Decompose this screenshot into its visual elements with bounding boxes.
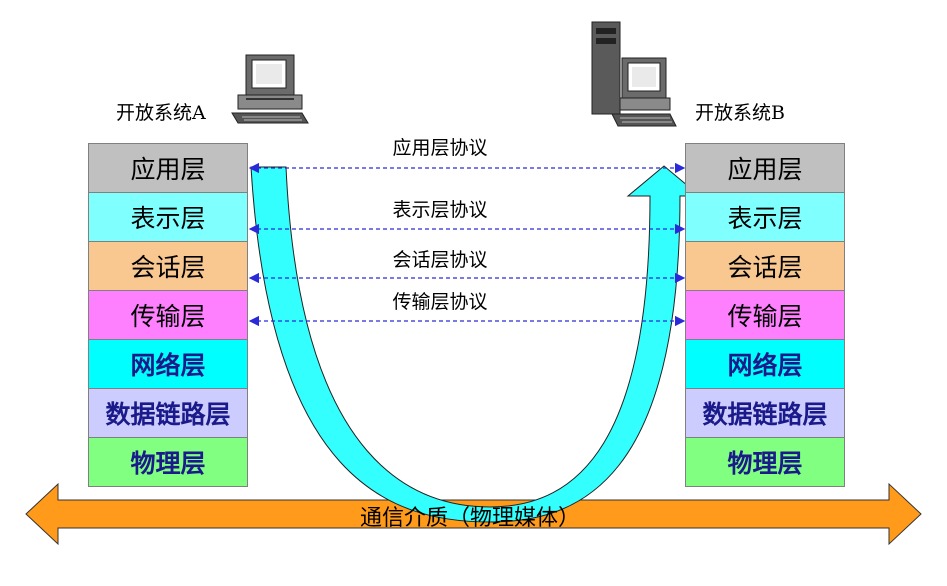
system-a-label: 开放系统A	[116, 102, 206, 124]
layer-a-4: 网络层	[88, 339, 248, 389]
data-flow-u-arrow	[250, 165, 702, 523]
protocol-label-presentation: 表示层协议	[392, 199, 488, 221]
medium-label: 通信介质（物理媒体）	[359, 506, 581, 531]
layer-a-2: 会话层	[88, 241, 248, 291]
layer-a-3: 传输层	[88, 290, 248, 340]
layer-a-6: 物理层	[88, 437, 248, 487]
layer-b-4: 网络层	[685, 339, 845, 389]
layer-b-3: 传输层	[685, 290, 845, 340]
protocol-lines	[248, 162, 686, 327]
protocol-label-session: 会话层协议	[392, 249, 488, 271]
computer-b-icon	[591, 21, 677, 127]
layer-a-5: 数据链路层	[88, 388, 248, 438]
layer-b-2: 会话层	[685, 241, 845, 291]
computer-a-icon	[231, 54, 309, 124]
layer-b-5: 数据链路层	[685, 388, 845, 438]
layer-a-0: 应用层	[88, 143, 248, 193]
protocol-label-application: 应用层协议	[392, 137, 488, 159]
protocol-label-transport: 传输层协议	[392, 291, 488, 313]
system-b-label: 开放系统B	[695, 102, 785, 124]
osi-stack-system-a: 应用层表示层会话层传输层网络层数据链路层物理层	[88, 143, 248, 487]
layer-b-0: 应用层	[685, 143, 845, 193]
layer-b-6: 物理层	[685, 437, 845, 487]
layer-a-1: 表示层	[88, 192, 248, 242]
osi-stack-system-b: 应用层表示层会话层传输层网络层数据链路层物理层	[685, 143, 845, 487]
layer-b-1: 表示层	[685, 192, 845, 242]
